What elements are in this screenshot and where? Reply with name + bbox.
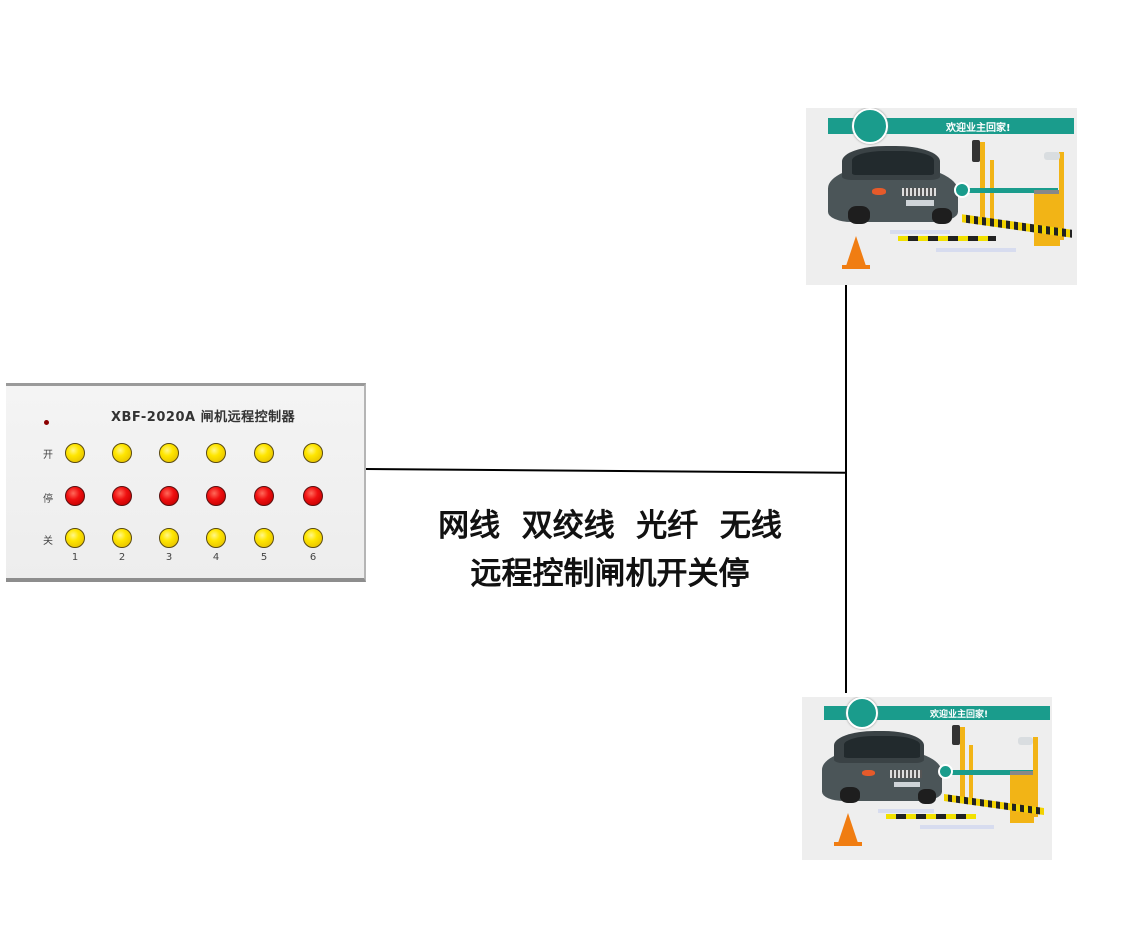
banner-circle-icon (846, 697, 878, 729)
barrier-knob-icon (938, 764, 953, 779)
car-wheel (932, 208, 952, 224)
close-button-2[interactable] (112, 528, 132, 548)
speed-bump (886, 814, 976, 819)
close-button-1[interactable] (65, 528, 85, 548)
car-wheel (840, 787, 860, 803)
camera-pole (1059, 152, 1064, 240)
stop-button-4[interactable] (206, 486, 226, 506)
ground-loop (920, 825, 994, 829)
open-button-6[interactable] (303, 443, 323, 463)
row-label-open: 开 (43, 450, 53, 461)
caption-line-function: 远程控制闸机开关停 (470, 556, 750, 592)
car-windshield (852, 151, 934, 175)
barrier-cabinet (1034, 190, 1060, 246)
ground-loop (936, 248, 1016, 252)
connection-line-vertical (845, 283, 847, 693)
connection-line-horizontal (365, 468, 846, 474)
barrier-knob-icon (954, 182, 970, 198)
open-button-2[interactable] (112, 443, 132, 463)
close-button-5[interactable] (254, 528, 274, 548)
close-button-3[interactable] (159, 528, 179, 548)
stop-button-3[interactable] (159, 486, 179, 506)
welcome-banner-text: 欢迎业主回家! (930, 710, 989, 720)
gate-remote-controller: XBF-2020A 闸机远程控制器 开 停 关 1 2 3 4 5 6 (6, 383, 366, 582)
ground-loop (890, 230, 950, 234)
open-button-4[interactable] (206, 443, 226, 463)
column-number-4: 4 (212, 552, 220, 563)
camera-icon (1044, 152, 1060, 160)
welcome-banner (828, 118, 1074, 134)
open-button-3[interactable] (159, 443, 179, 463)
column-number-3: 3 (165, 552, 173, 563)
car-grille (902, 188, 936, 196)
car-windshield (844, 736, 920, 758)
column-number-2: 2 (118, 552, 126, 563)
column-number-1: 1 (71, 552, 79, 563)
power-led-icon (44, 420, 49, 425)
close-button-6[interactable] (303, 528, 323, 548)
parking-gate-illustration-2: 欢迎业主回家! (802, 697, 1052, 860)
camera-icon (1018, 737, 1033, 745)
caption-line-media: 网线 双绞线 光纤 无线 (438, 508, 782, 544)
parking-gate-illustration-1: 欢迎业主回家! (806, 108, 1077, 285)
gate-pole (960, 727, 965, 801)
car-plate (894, 782, 920, 787)
banner-circle-icon (852, 108, 888, 144)
welcome-banner (824, 706, 1050, 720)
camera-pole (1033, 737, 1038, 817)
car-grille (890, 770, 922, 778)
stop-button-1[interactable] (65, 486, 85, 506)
close-button-4[interactable] (206, 528, 226, 548)
barrier-cabinet (1010, 771, 1034, 823)
column-number-5: 5 (260, 552, 268, 563)
welcome-banner-text: 欢迎业主回家! (946, 123, 1011, 134)
column-number-6: 6 (309, 552, 317, 563)
barrier-arm (940, 770, 1034, 775)
row-label-stop: 停 (43, 494, 53, 505)
traffic-cone-icon (838, 813, 858, 843)
connection-caption: 网线 双绞线 光纤 无线 远程控制闸机开关停 (400, 502, 820, 598)
car-wheel (918, 789, 936, 804)
barrier-arm (954, 188, 1058, 193)
car-headlight (872, 188, 886, 195)
traffic-cone-base (842, 265, 870, 269)
row-label-close: 关 (43, 536, 53, 547)
car-wheel (848, 206, 870, 224)
open-button-5[interactable] (254, 443, 274, 463)
traffic-signal-icon (972, 140, 980, 162)
open-button-1[interactable] (65, 443, 85, 463)
car-plate (906, 200, 934, 206)
ground-loop (878, 809, 934, 813)
stop-button-6[interactable] (303, 486, 323, 506)
gate-pole (980, 142, 985, 222)
stop-button-2[interactable] (112, 486, 132, 506)
controller-title: XBF-2020A 闸机远程控制器 (111, 410, 296, 425)
traffic-signal-icon (952, 725, 960, 745)
stop-button-5[interactable] (254, 486, 274, 506)
traffic-cone-base (834, 842, 862, 846)
speed-bump (898, 236, 996, 241)
traffic-cone-icon (846, 236, 866, 266)
car-headlight (862, 770, 875, 776)
